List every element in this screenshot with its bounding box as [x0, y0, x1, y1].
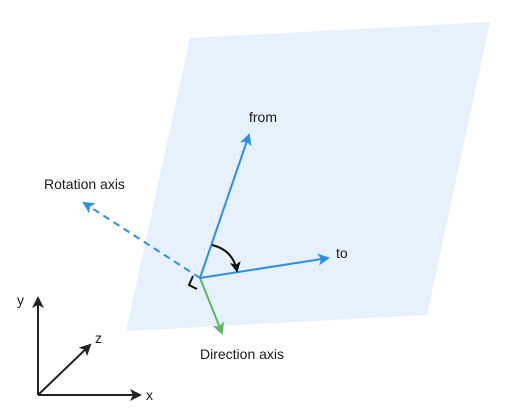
coordinate-z-axis: [37, 343, 92, 396]
to-vector-arrow: [199, 253, 330, 279]
to-label: to: [336, 245, 348, 261]
rotation-axis-label: Rotation axis: [44, 176, 125, 192]
rotation-angle-arc: [211, 244, 241, 273]
right-angle-marker: [187, 275, 198, 290]
direction-axis-arrow: [199, 277, 224, 335]
axis-z-label: z: [95, 330, 102, 346]
axis-y-label: y: [17, 292, 24, 308]
from-vector-arrow: [199, 133, 252, 279]
rotation-plane: [126, 22, 490, 331]
direction-axis-label: Direction axis: [200, 346, 284, 362]
from-label: from: [249, 109, 277, 125]
axis-x-label: x: [146, 387, 153, 403]
